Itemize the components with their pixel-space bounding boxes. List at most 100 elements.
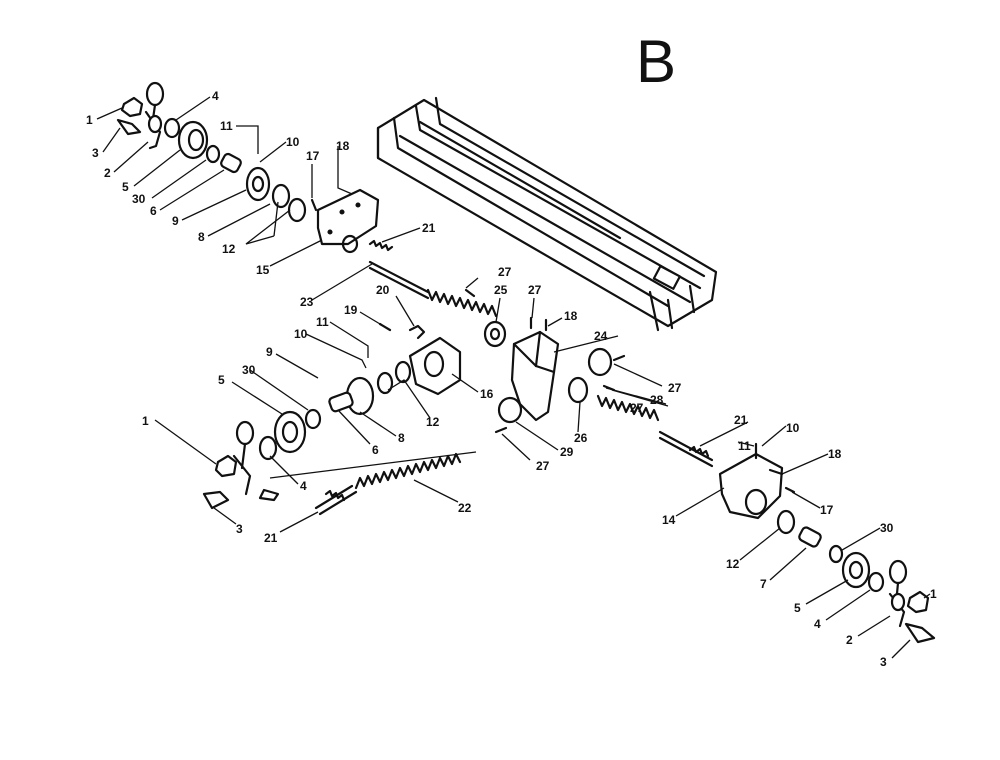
bearing-housing [408,336,462,396]
callout-5: 5 [122,180,129,194]
callout-30: 30 [132,192,146,206]
callout-7: 7 [760,577,767,591]
callout-1: 1 [930,587,937,601]
callout-23: 23 [300,295,314,309]
callout-9: 9 [266,345,273,359]
callout-30: 30 [880,521,894,535]
callout-14: 14 [662,513,676,527]
callout-4: 4 [814,617,821,631]
callout-21: 21 [264,531,278,545]
callout-8: 8 [198,230,205,244]
nut-29 [497,396,523,424]
bearing [776,509,796,535]
bearing [287,197,307,223]
washer [258,435,278,461]
pin [310,198,318,212]
callout-30: 30 [242,363,256,377]
screw-20 [408,324,426,340]
leadscrew-lower-right [596,394,714,468]
section-letter: B [636,28,676,95]
callout-2: 2 [104,166,111,180]
callout-20: 20 [376,283,390,297]
screw-27 [612,354,626,362]
retainer [245,166,271,202]
callout-2: 2 [846,633,853,647]
bracket [718,452,784,520]
bracket [316,188,380,246]
upper-left-handwheel-assembly [116,81,394,254]
ring [205,144,221,164]
nut-25 [483,320,507,348]
nut [120,96,144,118]
right-handwheel-assembly [688,442,936,644]
callout-1: 1 [86,113,93,127]
callout-17: 17 [820,503,834,517]
nut-28 [587,347,613,377]
nut [906,590,930,614]
nut-26 [567,376,589,404]
callout-3: 3 [236,522,243,536]
dial [841,551,871,589]
callout-17: 17 [306,149,320,163]
callout-11: 11 [738,439,751,453]
bearing [271,183,291,209]
callout-4: 4 [300,479,307,493]
middle-left-assembly [258,322,462,461]
callout-24: 24 [594,329,608,343]
screw [904,622,936,644]
callout-27: 27 [536,459,550,473]
callout-6: 6 [150,204,157,218]
pin-17 [784,486,796,494]
leadscrew-upper [368,260,498,318]
washer [163,117,181,139]
callout-12: 12 [726,557,740,571]
callout-10: 10 [286,135,300,149]
ring [304,408,322,430]
callout-numbers: 1 3 2 4 5 30 6 9 8 12 11 10 17 18 15 21 … [86,89,937,669]
sleeve [798,526,822,548]
callout-3: 3 [880,655,887,669]
callout-16: 16 [480,387,494,401]
spring [324,489,346,502]
callout-1: 1 [142,414,149,428]
carrier-block [510,330,560,422]
ring [828,544,844,564]
callout-5: 5 [794,601,801,615]
bearing [394,360,412,384]
callout-15: 15 [256,263,270,277]
screw [116,118,142,136]
key [258,488,280,502]
callout-18: 18 [564,309,578,323]
callout-25: 25 [494,283,508,297]
screw-19 [378,322,392,332]
callout-18: 18 [336,139,350,153]
callout-27: 27 [528,283,542,297]
spring [688,445,710,458]
callout-11: 11 [316,315,329,329]
screw-27 [464,288,476,298]
screw [202,490,230,510]
callout-27: 27 [498,265,512,279]
spring [368,239,394,252]
callout-19: 19 [344,303,358,317]
callout-8: 8 [398,431,405,445]
callout-11: 11 [220,119,233,133]
screw-27 [494,426,508,434]
callout-6: 6 [372,443,379,457]
callout-28: 28 [650,393,664,407]
sleeve [220,152,242,174]
callout-18: 18 [828,447,842,461]
sleeve [328,391,354,413]
callout-27: 27 [630,401,644,415]
dial [273,410,307,454]
callout-29: 29 [560,445,574,459]
leadscrew-22 [314,452,462,516]
callout-10: 10 [294,327,308,341]
callout-21: 21 [734,413,748,427]
callout-12: 12 [426,415,440,429]
callout-4: 4 [212,89,219,103]
callout-10: 10 [786,421,800,435]
washer [867,571,885,593]
callout-27: 27 [668,381,682,395]
